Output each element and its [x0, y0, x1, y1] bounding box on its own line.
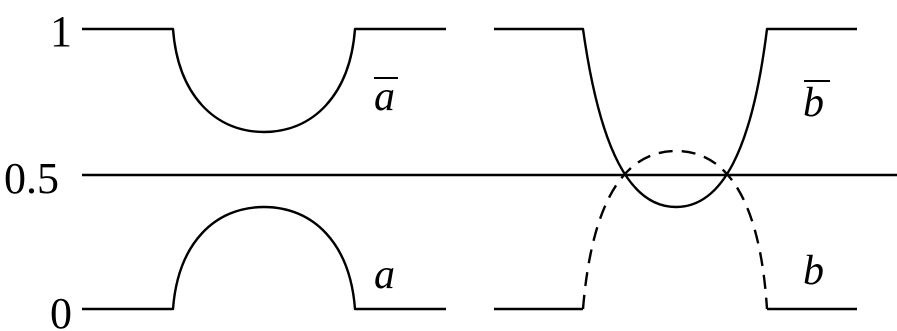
- label-a: a: [374, 252, 395, 298]
- curve-a: [82, 205, 446, 311]
- tick-label-0-5: 0.5: [4, 154, 59, 203]
- tick-label-1: 1: [50, 7, 72, 56]
- tick-label-0: 0: [50, 289, 72, 331]
- label-a-bar: a: [374, 74, 395, 120]
- curve-a-bar: [82, 27, 446, 134]
- label-b: b: [803, 248, 824, 294]
- curve-b-bar: [494, 27, 857, 209]
- label-b-bar: b: [803, 80, 824, 126]
